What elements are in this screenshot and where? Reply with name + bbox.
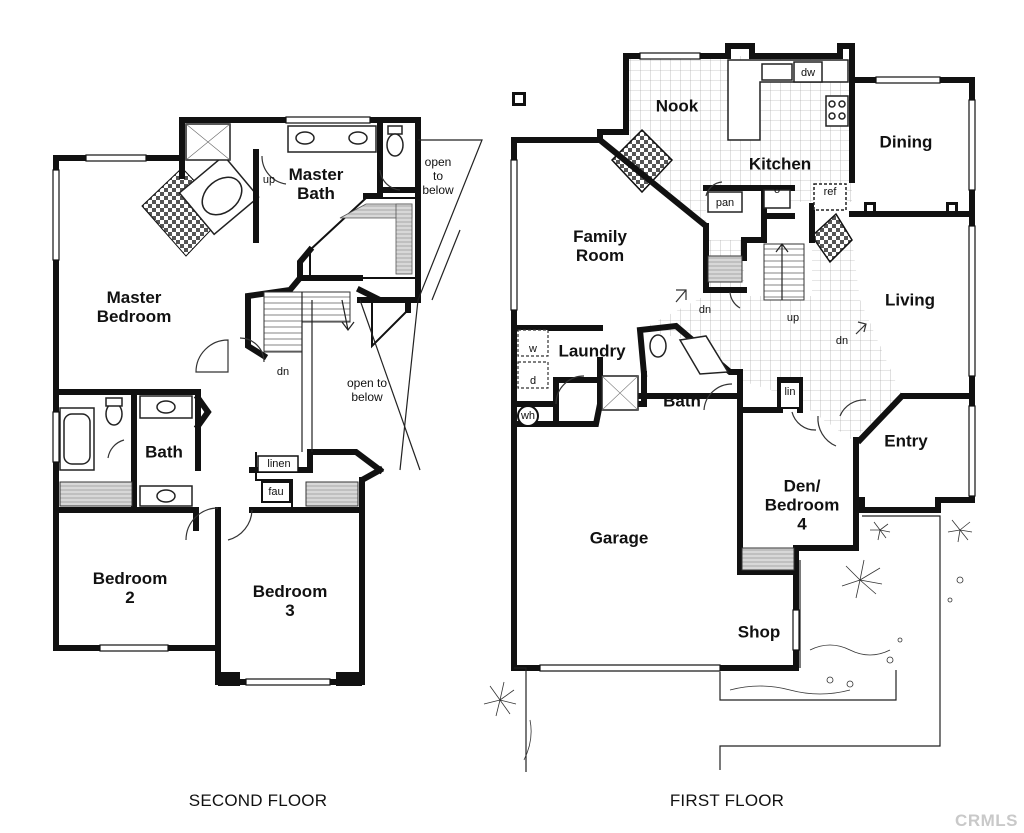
room-bedroom-3: Bedroom 3 bbox=[252, 582, 328, 620]
note-first-dn-right: dn bbox=[835, 335, 849, 347]
water-heater bbox=[517, 405, 539, 427]
second-floor-plan bbox=[52, 116, 483, 686]
note-o: o bbox=[773, 184, 781, 196]
room-shop: Shop bbox=[737, 622, 781, 642]
lin-closet bbox=[779, 381, 801, 409]
note-pan: pan bbox=[715, 197, 735, 209]
second-floor-stairs bbox=[263, 291, 303, 353]
room-second-bath: Bath bbox=[145, 442, 183, 462]
washer bbox=[517, 329, 549, 357]
master-tub-basin bbox=[201, 176, 243, 216]
note-washer: w bbox=[529, 343, 537, 355]
first-floor-stairs bbox=[763, 243, 805, 301]
note-lin: lin bbox=[784, 386, 796, 398]
room-den-bedroom-4: Den/ Bedroom 4 bbox=[764, 476, 840, 534]
room-nook: Nook bbox=[655, 96, 699, 116]
note-second-up: up bbox=[262, 174, 276, 186]
note-second-dn: dn bbox=[276, 366, 290, 378]
note-dw: dw bbox=[800, 67, 816, 79]
room-family-room: Family Room bbox=[573, 227, 627, 265]
room-garage: Garage bbox=[589, 528, 649, 548]
note-ref: ref bbox=[823, 186, 837, 198]
dryer bbox=[517, 361, 549, 389]
note-linen: linen bbox=[267, 458, 291, 470]
room-master-bedroom: Master Bedroom bbox=[96, 288, 172, 326]
room-kitchen: Kitchen bbox=[748, 154, 812, 174]
room-dining: Dining bbox=[879, 132, 933, 152]
room-master-bath: Master Bath bbox=[288, 165, 344, 203]
room-first-bath: Bath bbox=[663, 391, 701, 411]
first-floor-plan bbox=[483, 43, 976, 772]
landscape-plants bbox=[483, 519, 973, 761]
room-living: Living bbox=[884, 290, 936, 310]
note-water-heater: wh bbox=[520, 410, 536, 422]
note-fau: fau bbox=[268, 486, 284, 498]
room-laundry: Laundry bbox=[558, 341, 626, 361]
note-open-to-below-top: open to below bbox=[422, 155, 454, 197]
note-open-to-below-mid: open to below bbox=[346, 376, 388, 404]
kitchen-tile-floor bbox=[626, 56, 852, 226]
crmls-watermark: CRMLS bbox=[955, 811, 1018, 830]
first-floor-title: FIRST FLOOR bbox=[669, 791, 785, 810]
note-dryer: d bbox=[529, 375, 537, 387]
note-first-up: up bbox=[786, 312, 800, 324]
room-bedroom-2: Bedroom 2 bbox=[92, 569, 168, 607]
second-floor-title: SECOND FLOOR bbox=[188, 791, 328, 810]
room-entry: Entry bbox=[884, 431, 928, 451]
note-first-dn-left: dn bbox=[698, 304, 712, 316]
